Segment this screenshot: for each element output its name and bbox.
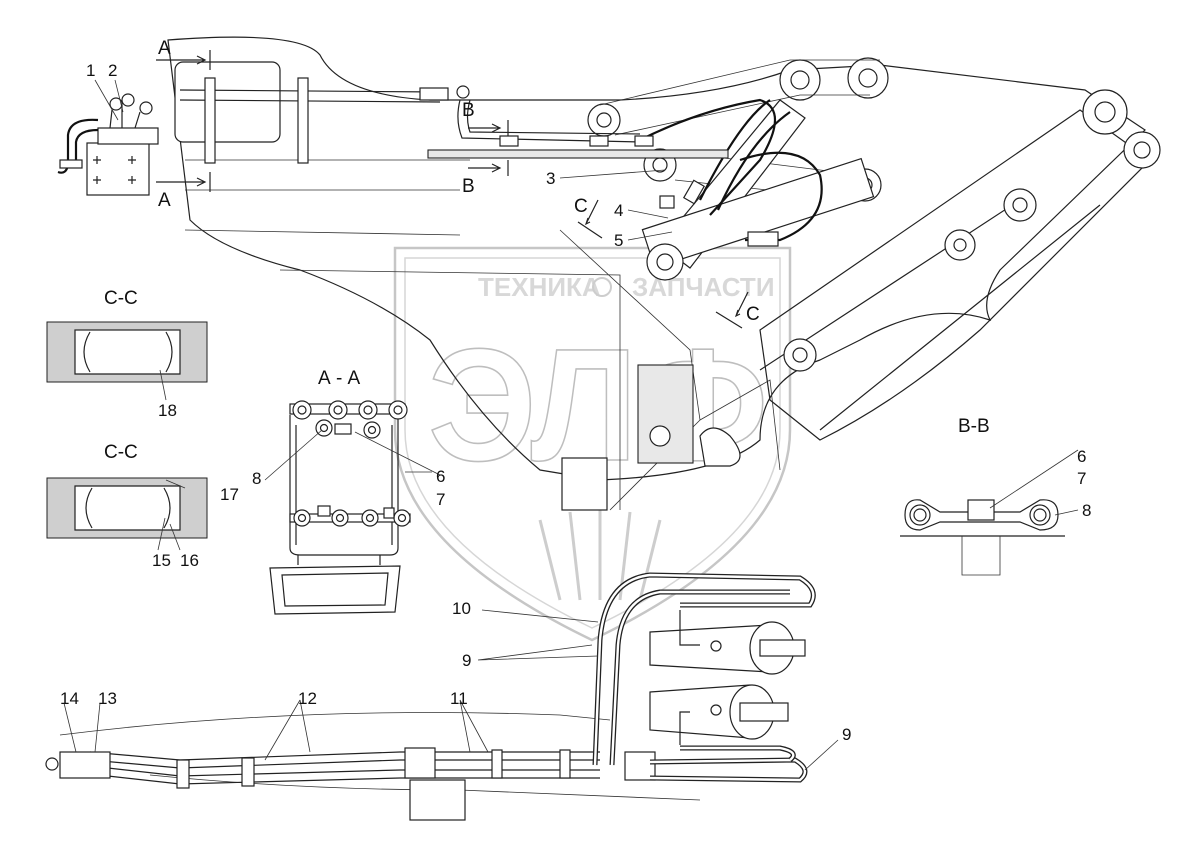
callout-1: 1 — [86, 61, 95, 80]
counterweight-block — [561, 457, 608, 511]
callout-16: 16 — [180, 551, 199, 570]
watermark-brand-left: ТЕХНИКА — [478, 272, 601, 302]
callout-8-bb: 8 — [1082, 501, 1091, 520]
section-aa: А - А — [269, 368, 411, 615]
cut-marker-b-top: В — [462, 100, 475, 121]
wheat-emblem-icon — [538, 505, 662, 601]
callout-9-right: 9 — [842, 725, 851, 744]
section-cc-bottom: С-С — [46, 442, 208, 539]
callout-18: 18 — [158, 401, 177, 420]
callout-6-bb: 6 — [1077, 447, 1086, 466]
callout-7-aa: 7 — [436, 490, 445, 509]
callout-8-aa: 8 — [252, 469, 261, 488]
callout-3: 3 — [546, 169, 555, 188]
callout-15: 15 — [152, 551, 171, 570]
machine-frame — [167, 36, 1161, 511]
callout-9-left: 9 — [462, 651, 471, 670]
upper-pipe-run — [174, 61, 729, 164]
gear-icon — [592, 277, 612, 297]
callout-13: 13 — [98, 689, 117, 708]
callout-6-aa: 6 — [436, 467, 445, 486]
cut-marker-a-top: А — [158, 38, 171, 59]
section-cc-bottom-title: С-С — [104, 442, 138, 463]
callout-11: 11 — [450, 689, 468, 708]
cut-marker-c-bottom: С — [746, 304, 760, 325]
leader-lines — [63, 79, 1079, 771]
callout-17: 17 — [220, 485, 239, 504]
cut-marker-b-bottom: В — [462, 176, 475, 197]
pipe-clamp-upper — [289, 400, 408, 439]
callout-12: 12 — [298, 689, 317, 708]
callout-4: 4 — [614, 201, 623, 220]
cut-markers: А А В В С С — [156, 38, 760, 329]
callouts: 1 2 3 4 5 6 7 6 7 8 8 9 9 10 11 12 13 14… — [60, 61, 1091, 744]
section-cc-top-title: С-С — [104, 288, 138, 309]
valve-block — [57, 93, 159, 196]
mount-bracket — [637, 364, 694, 464]
cut-marker-c-top: С — [574, 196, 588, 217]
callout-5: 5 — [614, 231, 623, 250]
callout-14: 14 — [60, 689, 79, 708]
lower-hose-assembly — [45, 572, 816, 821]
pipe-clamp-lower — [289, 505, 411, 527]
section-aa-title: А - А — [318, 368, 361, 389]
callout-2: 2 — [108, 61, 117, 80]
callout-10: 10 — [452, 599, 471, 618]
section-bb: В-В — [900, 416, 1065, 576]
cut-marker-a-bottom: А — [158, 190, 171, 211]
callout-7-bb: 7 — [1077, 469, 1086, 488]
section-cc-top: С-С — [46, 288, 208, 383]
section-bb-title: В-В — [958, 416, 990, 437]
